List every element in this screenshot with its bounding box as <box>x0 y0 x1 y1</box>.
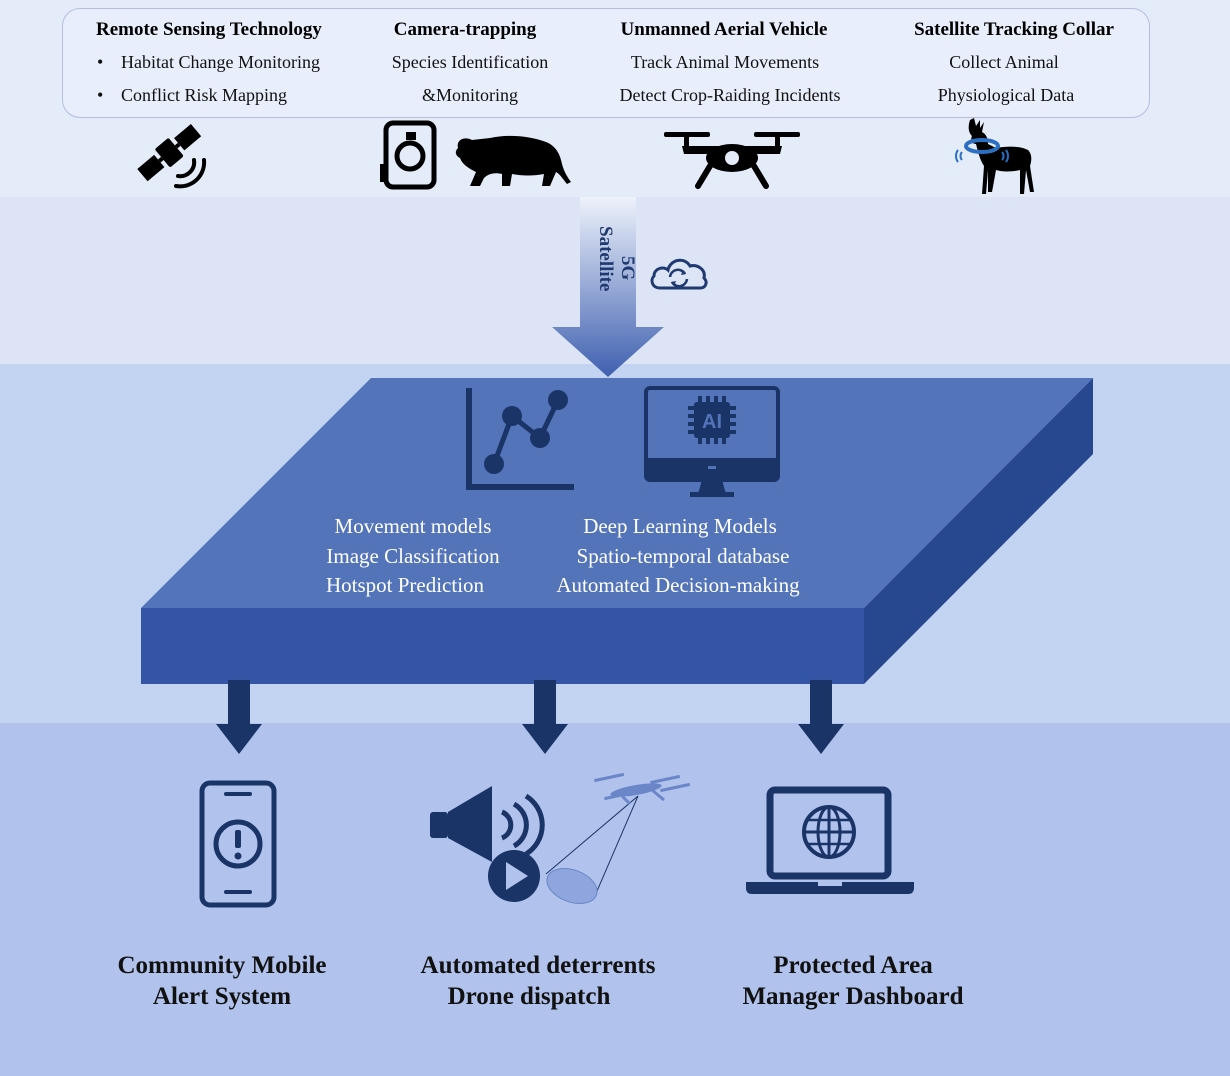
source-line-camera-trapping-1: Species Identification <box>391 52 549 72</box>
cloud-sync-icon <box>650 258 708 290</box>
output-dashboard-line-1: Protected Area <box>773 952 933 979</box>
source-title-uav: Unmanned Aerial Vehicle <box>620 19 828 40</box>
line-chart-icon <box>466 388 574 490</box>
platform-left-line-2: Image Classification <box>326 544 500 568</box>
transmission-arrow <box>552 197 664 377</box>
mobile-alert-icon <box>199 780 277 908</box>
platform-left-line-1: Movement models <box>334 514 492 538</box>
platform-right-line-3: Automated Decision-making <box>556 573 800 597</box>
output-deterrents-line-2: Drone dispatch <box>447 983 611 1010</box>
output-arrow-dashboard <box>798 680 844 754</box>
output-title-dashboard: Protected Area Manager Dashboard <box>720 950 986 1012</box>
drone-icon <box>664 132 800 189</box>
source-title-collar: Satellite Tracking Collar <box>914 19 1114 40</box>
laptop-globe-icon <box>746 786 914 894</box>
source-line-uav-2: Detect Crop-Raiding Incidents <box>619 85 841 105</box>
platform-left-line-3: Hotspot Prediction <box>325 573 485 597</box>
speaker-drone-icon <box>430 772 691 904</box>
satellite-icon <box>137 124 207 189</box>
platform-right-line-1: Deep Learning Models <box>583 514 777 538</box>
source-line-collar-1: Collect Animal <box>949 52 1059 72</box>
output-deterrents-line-1: Automated deterrents <box>420 952 656 979</box>
tiger-icon <box>455 135 571 186</box>
output-title-mobile-alert: Community Mobile Alert System <box>92 950 352 1012</box>
source-line-camera-trapping-2: &Monitoring <box>421 85 518 105</box>
output-arrow-mobile <box>216 680 262 754</box>
camera-trap-icon <box>380 120 437 190</box>
platform-right-line-2: Spatio-temporal database <box>576 544 790 568</box>
source-line-collar-2: Physiological Data <box>937 85 1075 105</box>
output-title-deterrents: Automated deterrents Drone dispatch <box>398 950 678 1012</box>
collared-deer-icon <box>955 118 1034 194</box>
source-line-uav-1: Track Animal Movements <box>630 52 820 72</box>
source-line-remote-sensing-2: Conflict Risk Mapping <box>97 85 287 106</box>
source-title-camera-trapping: Camera-trapping <box>393 19 537 40</box>
output-mobile-line-2: Alert System <box>152 983 292 1010</box>
output-mobile-line-1: Community Mobile <box>117 952 327 979</box>
output-dashboard-line-2: Manager Dashboard <box>742 983 964 1010</box>
ai-chip-label: AI <box>702 411 722 433</box>
output-arrow-deterrents <box>522 680 568 754</box>
ai-monitor-icon: AI <box>644 386 780 497</box>
source-title-remote-sensing: Remote Sensing Technology <box>96 19 322 40</box>
source-line-remote-sensing-1: Habitat Change Monitoring <box>97 52 320 73</box>
